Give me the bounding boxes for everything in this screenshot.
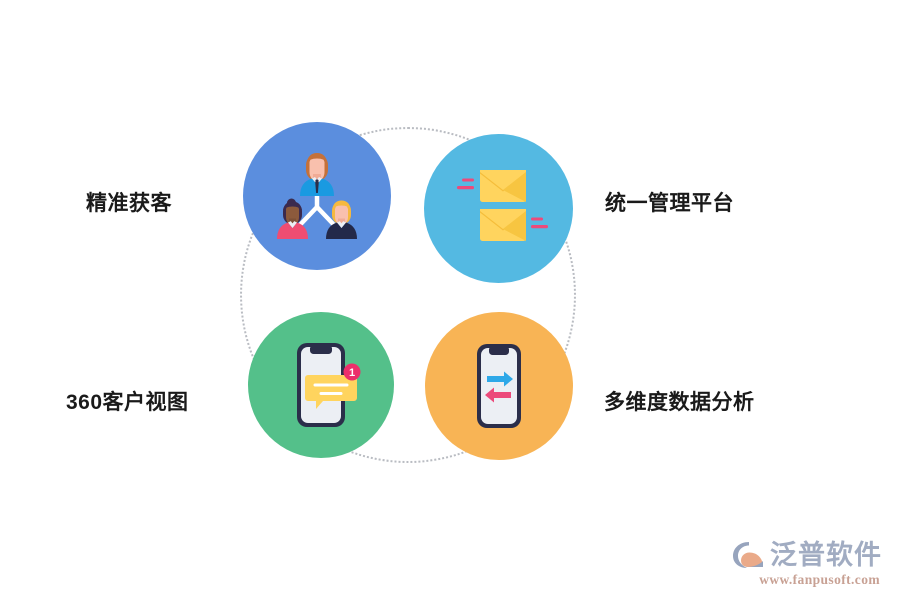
watermark-url: www.fanpusoft.com: [759, 572, 880, 587]
node-circle-customer-360-view[interactable]: 1: [248, 312, 394, 458]
watermark-brand-row: 泛普软件: [732, 540, 882, 570]
people-group-icon: [277, 153, 357, 239]
label-multidimensional-data-analysis: 多维度数据分析: [604, 391, 755, 414]
node-circle-multidimensional-data-analysis[interactable]: [425, 312, 573, 460]
watermark: 泛普软件 www.fanpusoft.com: [732, 540, 882, 588]
chat-badge-count: 1: [349, 367, 355, 379]
node-circle-precise-acquisition[interactable]: [243, 122, 391, 270]
watermark-brand-name: 泛普软件: [770, 539, 882, 570]
fanpu-logo-icon: [733, 542, 763, 568]
label-unified-management-platform: 统一管理平台: [605, 192, 734, 215]
label-customer-360-view: 360客户视图: [66, 391, 189, 414]
phone-transfer-icon: [477, 344, 521, 428]
envelopes-icon: [456, 169, 548, 241]
dotted-connector-ring: [240, 127, 576, 463]
phone-chat-icon: 1: [297, 343, 361, 427]
label-precise-acquisition: 精准获客: [86, 192, 172, 215]
node-circle-unified-management-platform[interactable]: [424, 134, 573, 283]
